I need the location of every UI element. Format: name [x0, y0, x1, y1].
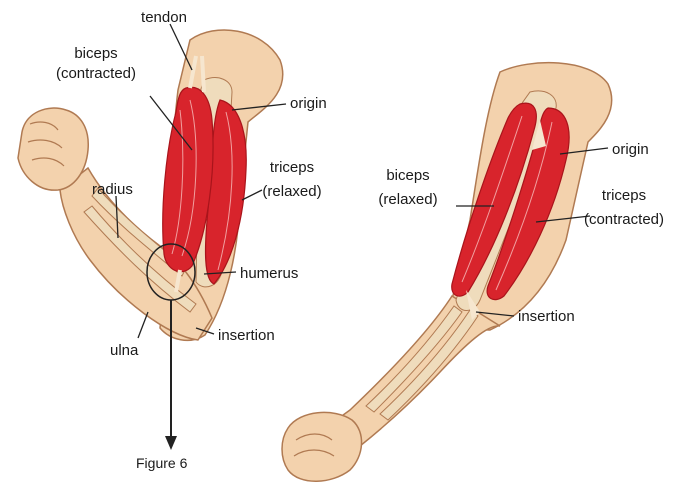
- label-origin-left: origin: [290, 95, 327, 112]
- label-biceps-left: biceps: [74, 45, 117, 62]
- label-contracted-right: (contracted): [584, 211, 664, 228]
- leader-ulna: [138, 312, 148, 338]
- label-relaxed-left: (relaxed): [262, 183, 321, 200]
- label-origin-right: origin: [612, 141, 649, 158]
- label-humerus: humerus: [240, 265, 298, 282]
- figure-caption: Figure 6: [136, 455, 188, 471]
- label-contracted: (contracted): [56, 65, 136, 82]
- label-ulna: ulna: [110, 342, 139, 359]
- label-insertion-right: insertion: [518, 308, 575, 325]
- label-radius: radius: [92, 181, 133, 198]
- label-triceps-right: triceps: [602, 187, 646, 204]
- label-tendon: tendon: [141, 9, 187, 26]
- label-insertion-left: insertion: [218, 327, 275, 344]
- label-triceps-left: triceps: [270, 159, 314, 176]
- label-relaxed-right: (relaxed): [378, 191, 437, 208]
- right-arm: [282, 63, 612, 482]
- right-fist: [282, 412, 362, 481]
- figure-arrow-head: [165, 436, 177, 450]
- left-fist: [18, 108, 88, 190]
- label-biceps-right: biceps: [386, 167, 429, 184]
